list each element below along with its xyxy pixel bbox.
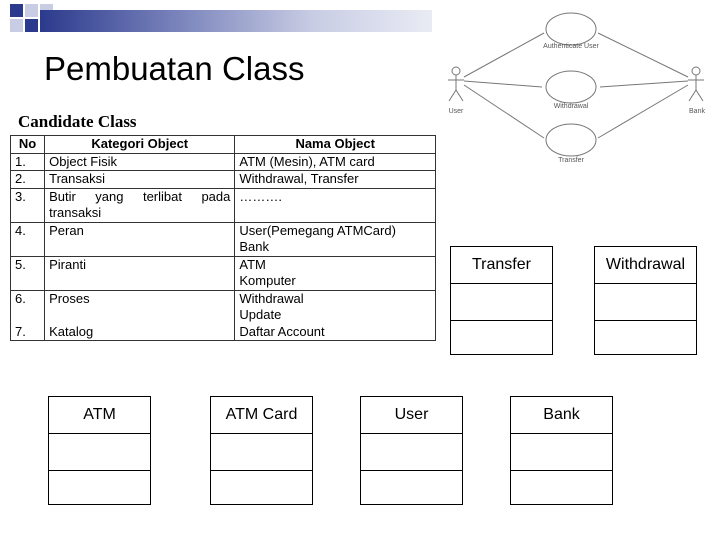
kategori-line: Katalog xyxy=(49,323,94,339)
deco-square xyxy=(25,19,38,32)
row-nama: Withdrawal Update Daftar Account xyxy=(234,289,436,341)
candidate-class-table: No Kategori Object Nama Object 1. Object… xyxy=(10,135,436,341)
row-number: 3. xyxy=(10,187,46,223)
class-operations xyxy=(451,321,552,354)
class-name: ATM xyxy=(49,397,150,434)
nama-line: Bank xyxy=(239,239,270,254)
row-kategori: Proses Katalog xyxy=(44,289,236,341)
class-box-user: User xyxy=(360,396,463,505)
candidate-class-table-wrapper: No Kategori Object Nama Object 1. Object… xyxy=(10,135,438,342)
kategori-word: pada xyxy=(201,188,231,204)
kategori-word: Butir xyxy=(49,188,76,204)
use-case-ellipse xyxy=(545,70,597,104)
class-box-transfer: Transfer xyxy=(450,246,553,355)
class-attributes xyxy=(49,434,150,471)
row-nama: User(Pemegang ATMCard) Bank xyxy=(234,221,436,257)
nama-line: Withdrawal xyxy=(239,290,304,306)
class-attributes xyxy=(451,284,552,321)
table-row: 6. 7. Proses Katalog Withdrawal Update D… xyxy=(10,289,436,341)
row-number: 1. xyxy=(10,152,46,171)
class-attributes xyxy=(511,434,612,471)
row-kategori: Butir yang terlibat pada transaksi xyxy=(44,187,236,223)
row-number-7: 7. xyxy=(15,323,26,339)
actor-user-figure xyxy=(448,66,464,102)
nama-line: Update xyxy=(239,307,282,322)
class-box-bank: Bank xyxy=(510,396,613,505)
row-number: 4. xyxy=(10,221,46,257)
class-operations xyxy=(211,471,312,504)
column-header: Kategori Object xyxy=(44,135,236,154)
class-attributes xyxy=(595,284,696,321)
row-number: 5. xyxy=(10,255,46,291)
actor-label: Bank xyxy=(689,108,705,115)
use-case-diagram: Authenticate User Withdrawal Transfer Us… xyxy=(438,5,720,173)
class-box-atm: ATM xyxy=(48,396,151,505)
deco-square xyxy=(10,19,23,32)
class-operations xyxy=(595,321,696,354)
deco-square xyxy=(10,4,23,17)
row-kategori: Peran xyxy=(44,221,236,257)
table-header-row: No Kategori Object Nama Object xyxy=(10,135,436,154)
row-kategori: Object Fisik xyxy=(44,152,236,171)
kategori-word: terlibat xyxy=(142,188,182,204)
row-nama: ………. xyxy=(234,187,436,223)
row-number-6: 6. xyxy=(15,290,26,306)
table-row: 4. Peran User(Pemegang ATMCard) Bank xyxy=(10,221,436,257)
table-row: 5. Piranti ATM Komputer xyxy=(10,255,436,291)
table-row: 1. Object Fisik ATM (Mesin), ATM card xyxy=(10,152,436,171)
use-case-label: Withdrawal xyxy=(554,103,589,110)
kategori-line: transaksi xyxy=(49,205,102,220)
column-header: Nama Object xyxy=(234,135,436,154)
class-operations xyxy=(361,471,462,504)
nama-line: User(Pemegang ATMCard) xyxy=(239,222,396,238)
actor-label: User xyxy=(449,108,464,115)
class-operations xyxy=(49,471,150,504)
nama-line: ATM xyxy=(239,256,266,272)
nama-line: Komputer xyxy=(239,273,296,288)
class-attributes xyxy=(361,434,462,471)
table-row: 3. Butir yang terlibat pada transaksi ……… xyxy=(10,187,436,223)
row-nama: Withdrawal, Transfer xyxy=(234,170,436,189)
slide-title: Pembuatan Class xyxy=(44,50,305,87)
class-attributes xyxy=(211,434,312,471)
class-name: Transfer xyxy=(451,247,552,284)
kategori-line: Proses xyxy=(49,290,90,306)
nama-line: Daftar Account xyxy=(239,323,325,339)
row-kategori: Transaksi xyxy=(44,170,236,189)
class-box-withdrawal: Withdrawal xyxy=(594,246,697,355)
class-operations xyxy=(511,471,612,504)
class-name: User xyxy=(361,397,462,434)
row-kategori: Piranti xyxy=(44,255,236,291)
candidate-class-title: Candidate Class xyxy=(18,112,137,131)
row-number: 2. xyxy=(10,170,46,189)
class-box-atm-card: ATM Card xyxy=(210,396,313,505)
header-gradient-bar xyxy=(40,10,432,32)
row-nama: ATM (Mesin), ATM card xyxy=(234,152,436,171)
class-name: Withdrawal xyxy=(595,247,696,284)
actor-bank-figure xyxy=(688,66,704,102)
table-row: 2. Transaksi Withdrawal, Transfer xyxy=(10,170,436,189)
class-name: ATM Card xyxy=(211,397,312,434)
row-nama: ATM Komputer xyxy=(234,255,436,291)
use-case-label: Authenticate User xyxy=(543,43,599,50)
deco-square xyxy=(25,4,38,17)
use-case-label: Transfer xyxy=(558,157,584,164)
use-case-ellipse xyxy=(545,12,597,46)
kategori-word: yang xyxy=(95,188,124,204)
use-case-ellipse xyxy=(545,123,597,157)
use-case-svg: Authenticate User Withdrawal Transfer Us… xyxy=(448,12,705,164)
column-header: No xyxy=(10,135,46,154)
row-number: 6. 7. xyxy=(10,289,46,341)
class-name: Bank xyxy=(511,397,612,434)
